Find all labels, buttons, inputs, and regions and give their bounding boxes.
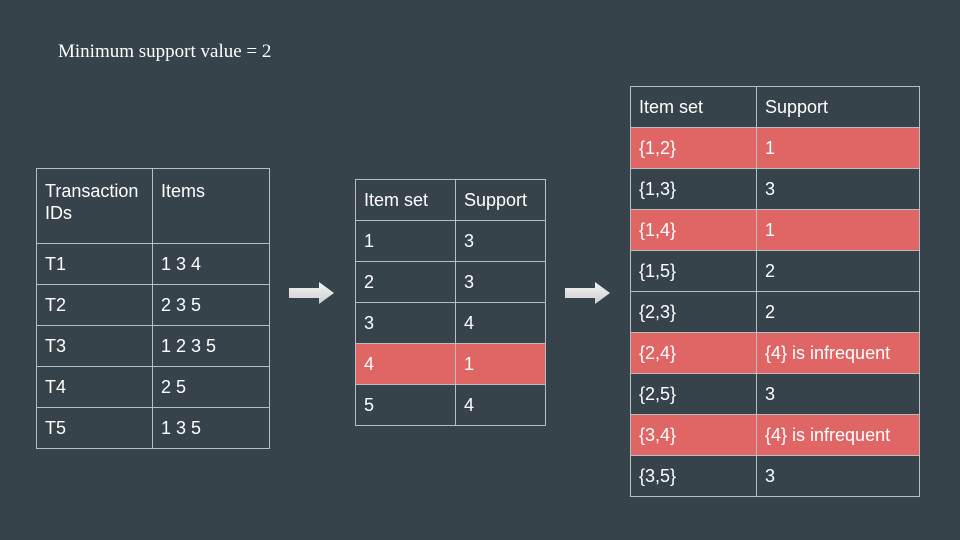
table-header-row: Item set Support: [355, 179, 546, 221]
itemset-cell: 4: [355, 343, 456, 385]
table-row: 2 3: [355, 261, 546, 303]
table-row-infrequent: {1,2} 1: [630, 127, 920, 169]
items-cell: 1 3 4: [152, 243, 270, 285]
support-cell: 3: [455, 220, 546, 262]
support-cell: {4} is infrequent: [756, 332, 920, 374]
support-cell: {4} is infrequent: [756, 414, 920, 456]
table-row: {2,5} 3: [630, 373, 920, 415]
itemset-cell: 1: [355, 220, 456, 262]
right-arrow-icon: [289, 282, 334, 304]
itemset-cell: {2,3}: [630, 291, 757, 333]
single-itemsets-table: Item set Support 1 3 2 3 3 4 4 1 5 4: [355, 179, 546, 426]
table-row: {2,3} 2: [630, 291, 920, 333]
items-cell: 2 3 5: [152, 284, 270, 326]
pair-itemsets-table: Item set Support {1,2} 1 {1,3} 3 {1,4} 1…: [630, 86, 920, 497]
support-cell: 3: [455, 261, 546, 303]
table-row: 1 3: [355, 220, 546, 262]
items-cell: 1 3 5: [152, 407, 270, 449]
header-cell: Item set: [630, 86, 757, 128]
page-title: Minimum support value = 2: [58, 41, 272, 62]
itemset-cell: 3: [355, 302, 456, 344]
support-cell: 3: [756, 168, 920, 210]
itemset-cell: 2: [355, 261, 456, 303]
header-cell: Items: [152, 168, 270, 244]
items-cell: 1 2 3 5: [152, 325, 270, 367]
transaction-id-cell: T1: [36, 243, 153, 285]
table-row: T3 1 2 3 5: [36, 325, 270, 367]
header-cell: Transaction IDs: [36, 168, 153, 244]
itemset-cell: 5: [355, 384, 456, 426]
support-cell: 1: [756, 127, 920, 169]
support-cell: 2: [756, 291, 920, 333]
support-cell: 1: [756, 209, 920, 251]
table-header-row: Transaction IDs Items: [36, 168, 270, 244]
table-row: 5 4: [355, 384, 546, 426]
itemset-cell: {1,4}: [630, 209, 757, 251]
table-row: T1 1 3 4: [36, 243, 270, 285]
transaction-id-cell: T5: [36, 407, 153, 449]
transaction-id-cell: T2: [36, 284, 153, 326]
header-cell: Support: [756, 86, 920, 128]
header-cell: Support: [455, 179, 546, 221]
itemset-cell: {2,4}: [630, 332, 757, 374]
support-cell: 1: [455, 343, 546, 385]
table-row-infrequent: {3,4} {4} is infrequent: [630, 414, 920, 456]
table-row: 3 4: [355, 302, 546, 344]
support-cell: 4: [455, 302, 546, 344]
right-arrow-icon: [565, 282, 610, 304]
itemset-cell: {1,5}: [630, 250, 757, 292]
itemset-cell: {1,3}: [630, 168, 757, 210]
table-row: T5 1 3 5: [36, 407, 270, 449]
table-row: T2 2 3 5: [36, 284, 270, 326]
support-cell: 3: [756, 455, 920, 497]
transactions-table: Transaction IDs Items T1 1 3 4 T2 2 3 5 …: [36, 168, 270, 449]
itemset-cell: {3,5}: [630, 455, 757, 497]
support-cell: 2: [756, 250, 920, 292]
table-row: T4 2 5: [36, 366, 270, 408]
table-header-row: Item set Support: [630, 86, 920, 128]
support-cell: 3: [756, 373, 920, 415]
itemset-cell: {1,2}: [630, 127, 757, 169]
table-row-infrequent: {1,4} 1: [630, 209, 920, 251]
support-cell: 4: [455, 384, 546, 426]
itemset-cell: {2,5}: [630, 373, 757, 415]
table-row: {1,5} 2: [630, 250, 920, 292]
table-row-infrequent: {2,4} {4} is infrequent: [630, 332, 920, 374]
header-cell: Item set: [355, 179, 456, 221]
transaction-id-cell: T3: [36, 325, 153, 367]
table-row-infrequent: 4 1: [355, 343, 546, 385]
table-row: {3,5} 3: [630, 455, 920, 497]
itemset-cell: {3,4}: [630, 414, 757, 456]
transaction-id-cell: T4: [36, 366, 153, 408]
items-cell: 2 5: [152, 366, 270, 408]
table-row: {1,3} 3: [630, 168, 920, 210]
